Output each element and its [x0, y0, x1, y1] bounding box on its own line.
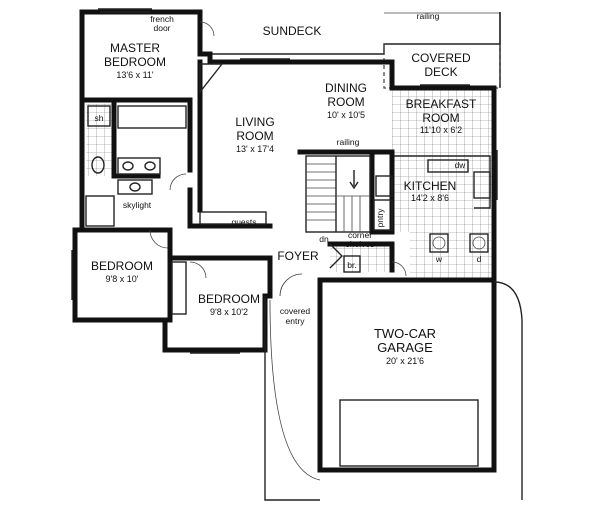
corner-shelves-label-2: shelves	[346, 239, 375, 249]
entry-door-swing	[279, 273, 303, 297]
breakfast-room-label-2: ROOM	[422, 111, 459, 125]
walkway	[264, 296, 320, 501]
bedroom-center-wall	[167, 255, 273, 299]
dryer-label: d	[477, 254, 482, 264]
toilet	[91, 156, 105, 174]
skylight-label: skylight	[123, 200, 152, 210]
breakfast-room-floor	[392, 88, 494, 154]
living-room-label-1: LIVING	[235, 115, 274, 129]
garage-label-1: TWO-CAR	[374, 326, 436, 341]
bath-door-swing	[169, 173, 187, 191]
vanity	[117, 157, 161, 175]
kitchen-floor	[393, 154, 493, 232]
pantry-label: pntry	[375, 208, 385, 228]
breakfast-room-label-1: BREAKFAST	[406, 97, 477, 111]
french-door-label-2: door	[153, 23, 170, 33]
master-bedroom-wall	[79, 97, 193, 173]
railing-stair-label: railing	[337, 137, 360, 147]
foyer-wall	[327, 241, 395, 273]
breakfast-room-dim: 11'10 x 6'2	[420, 125, 462, 135]
sundeck-outline	[199, 12, 501, 55]
dryer	[469, 233, 489, 253]
guests-label: guests	[231, 217, 256, 227]
range	[375, 175, 393, 197]
foyer-label: FOYER	[277, 249, 319, 263]
kitchen-island	[427, 159, 469, 173]
walk-curve	[269, 299, 321, 481]
vanity-2	[117, 179, 153, 195]
stairs	[305, 155, 371, 233]
covered-deck-label-2: DECK	[424, 65, 457, 79]
bedroom-left-label: BEDROOM	[91, 259, 153, 273]
master-bedroom-label-1: MASTER	[110, 41, 160, 55]
sink	[129, 182, 141, 192]
exterior-wall-garage	[317, 277, 497, 473]
broom-closet-label: br.	[347, 260, 356, 270]
bedroom-left-wall	[72, 227, 173, 323]
master-bedroom-label-2: BEDROOM	[104, 55, 166, 69]
exterior-wall	[79, 9, 497, 281]
driveway	[493, 281, 523, 500]
covered-deck-label-1: COVERED	[411, 51, 471, 65]
hall-closet	[199, 211, 267, 225]
hall-wall	[187, 187, 273, 229]
bathtub	[85, 195, 115, 227]
covered-entry-label-1: covered	[280, 306, 311, 316]
kitchen-sink	[473, 171, 491, 199]
railing-top-label: railing	[417, 11, 440, 21]
kitchen-dim: 14'2 x 8'6	[411, 193, 449, 203]
master-bedroom-dim: 13'6 x 11'	[116, 70, 154, 80]
sink	[122, 161, 134, 171]
pantry	[373, 199, 393, 231]
dryer-drum	[472, 236, 486, 250]
dining-room-dim: 10' x 10'5	[327, 110, 365, 120]
french-door-label-1: french	[150, 14, 174, 24]
corner-shelves	[329, 243, 343, 269]
french-door-swing	[199, 21, 215, 37]
bath-wall	[111, 97, 161, 179]
corner-shelves-label-1: corner	[348, 230, 372, 240]
washer-drum	[432, 236, 446, 250]
garage-dim: 20' x 21'6	[386, 356, 424, 366]
bedroom-center-label: BEDROOM	[198, 292, 260, 306]
bedroom-closet	[171, 261, 187, 315]
laundry-floor	[410, 232, 494, 278]
sundeck-label: SUNDECK	[263, 24, 322, 38]
shower-label: sh	[95, 113, 104, 123]
living-room-label-2: ROOM	[236, 129, 273, 143]
sink	[144, 161, 156, 171]
living-room-dim: 13' x 17'4	[236, 144, 274, 154]
dining-room-label-2: ROOM	[327, 95, 364, 109]
shower	[87, 105, 111, 127]
garage-label-2: GARAGE	[377, 340, 433, 355]
kitchen-label: KITCHEN	[404, 179, 457, 193]
closet	[117, 105, 187, 129]
broom-closet	[343, 255, 361, 273]
garage-door-swing	[391, 261, 407, 277]
dining-room-label-1: DINING	[325, 81, 367, 95]
down-label: dn	[319, 234, 329, 244]
garage-door	[339, 399, 479, 467]
covered-entry-label-2: entry	[286, 316, 306, 326]
bedroom-left-dim: 9'8 x 10'	[106, 274, 139, 284]
washer-label: w	[435, 254, 443, 264]
bedroom-door-swing	[149, 229, 169, 249]
bedroom-center-dim: 9'8 x 10'2	[210, 307, 248, 317]
fireplace	[199, 63, 224, 95]
bedroom2-door-swing	[189, 261, 207, 279]
washer	[429, 233, 449, 253]
dishwasher-label: dw	[455, 160, 467, 170]
